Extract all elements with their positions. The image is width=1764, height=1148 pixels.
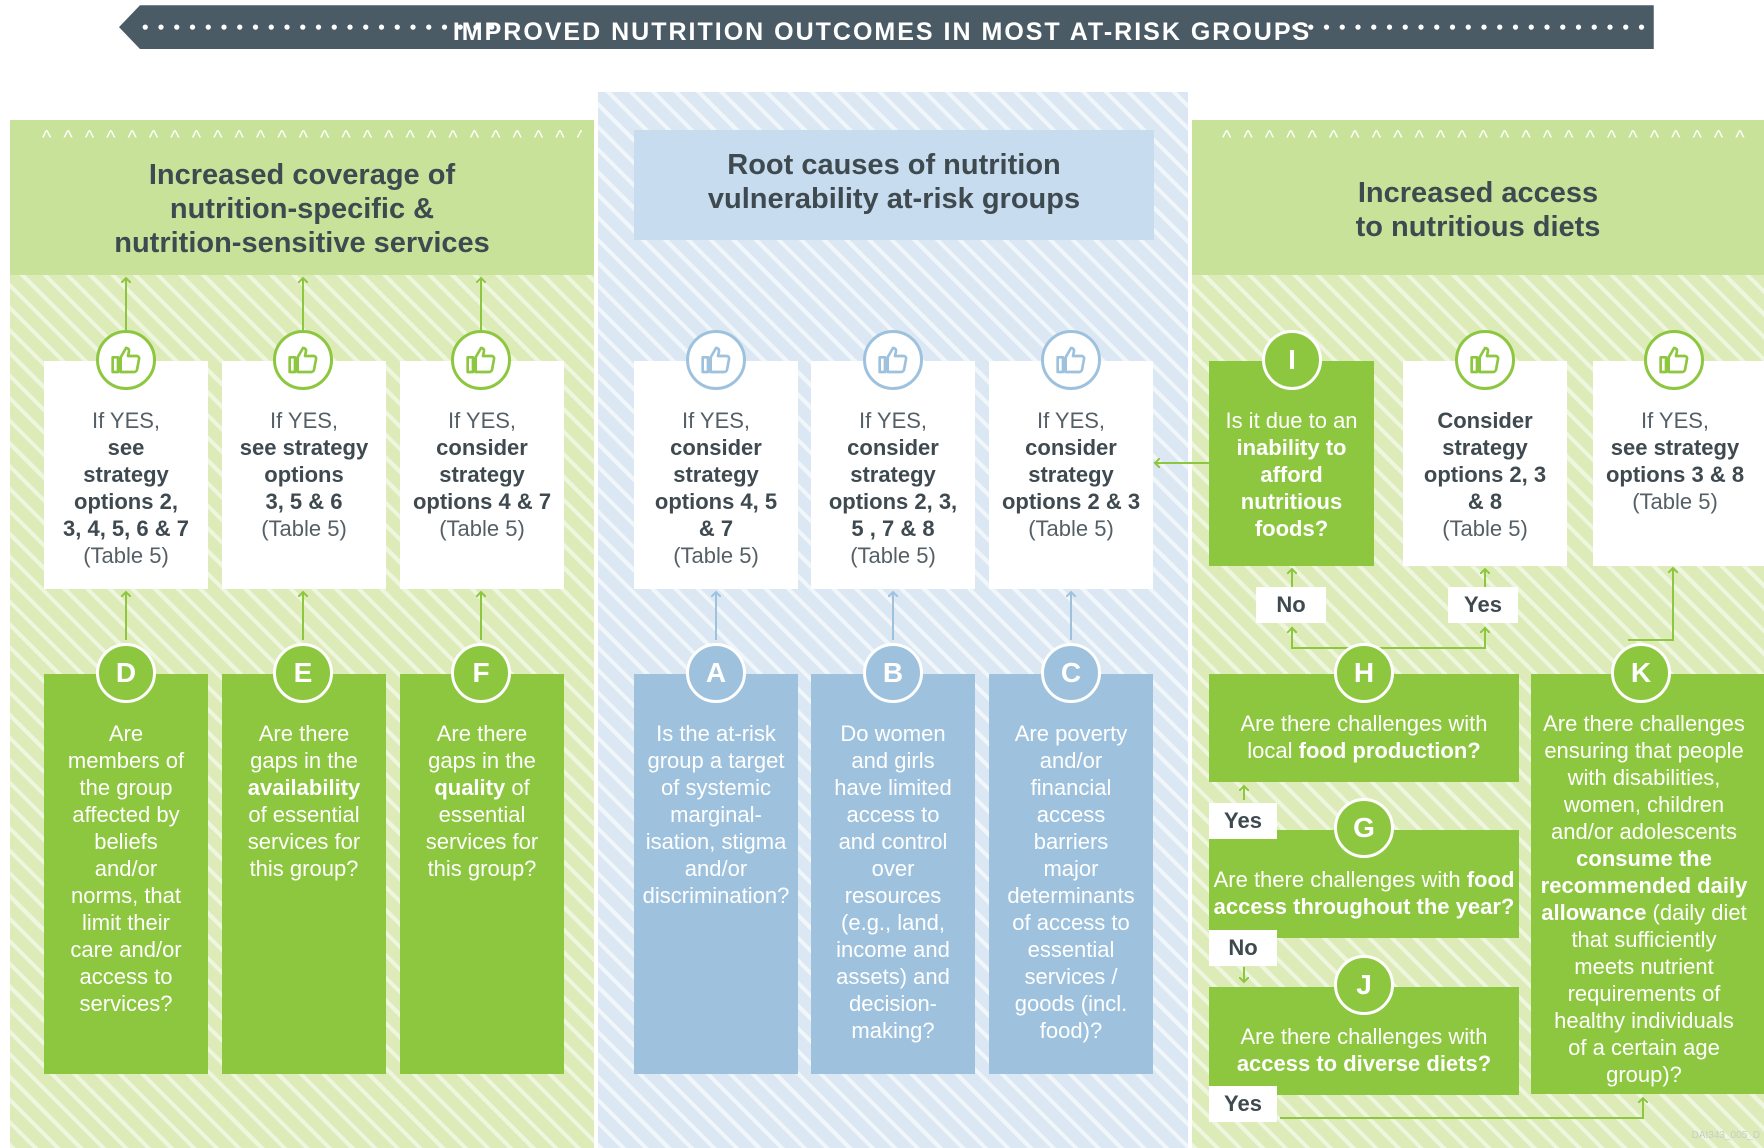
question-text: Are there challenges with xyxy=(1213,867,1467,892)
question-text: Is it due to an xyxy=(1225,408,1358,433)
question-keyword: access to diverse diets? xyxy=(1236,1051,1492,1076)
question-text: Are there challenges with xyxy=(1240,1024,1488,1049)
question-keyword: food access throughout the year? xyxy=(1213,867,1515,919)
question-keyword: food production? xyxy=(1298,738,1481,763)
center-panel-header: Root causes of nutrition vulnerability a… xyxy=(634,130,1154,240)
question-keyword: quality xyxy=(434,775,506,800)
thumbs-up-icon xyxy=(686,330,746,390)
question-text: Are there challenges with local xyxy=(1240,711,1488,763)
thumbs-up-icon xyxy=(1455,330,1515,390)
outcome-box-f: If YES, consider strategy options 4 & 7 … xyxy=(400,361,564,589)
question-text: Are there challenges ensuring that peopl… xyxy=(1543,711,1745,844)
outcome-box-h: Consider strategy options 2, 3 & 8 (Tabl… xyxy=(1403,361,1567,566)
outcome-strategy: see strategy options 2, 3, 4, 5, 6 & 7 xyxy=(63,435,189,541)
question-box-e: Are there gaps in the availability of es… xyxy=(222,674,386,1074)
outcome-strategy: see strategy options 3 & 8 xyxy=(1605,435,1745,487)
outcome-strategy: consider strategy options 4 & 7 xyxy=(412,435,552,514)
question-text: Are there gaps in the xyxy=(250,721,358,773)
outcome-strategy: see strategy options 3, 5 & 6 xyxy=(239,435,369,514)
thumbs-up-icon xyxy=(273,330,333,390)
outcome-box-e: If YES, see strategy options 3, 5 & 6 (T… xyxy=(222,361,386,589)
question-text: Is the at-risk group a target of systemi… xyxy=(642,721,790,908)
letter-badge-h: H xyxy=(1334,643,1394,703)
question-box-k: Are there challenges ensuring that peopl… xyxy=(1531,674,1764,1094)
outcome-table-ref: (Table 5) xyxy=(673,543,759,568)
outcome-box-k: If YES, see strategy options 3 & 8 (Tabl… xyxy=(1593,361,1764,566)
letter-badge-k: K xyxy=(1611,643,1671,703)
yes-label: Yes xyxy=(1448,587,1518,623)
question-box-b: Do women and girls have limited access t… xyxy=(811,674,975,1074)
outcome-strategy: Consider strategy options 2, 3 & 8 xyxy=(1423,408,1547,514)
question-text: (daily diet that sufficiently meets nutr… xyxy=(1554,900,1747,1087)
outcome-box-b: If YES, consider strategy options 2, 3, … xyxy=(811,361,975,589)
question-text: of essential services for this group? xyxy=(247,802,361,881)
outcome-line1: If YES, xyxy=(1640,408,1710,433)
letter-badge-d: D xyxy=(96,643,156,703)
right-panel-header: ^^^^^^^^^^^^^^^^^^^^^^^^^^^^^^^^^^^^^^^^… xyxy=(1192,120,1764,275)
outcome-table-ref: (Table 5) xyxy=(83,543,169,568)
question-text: of essential services for this group? xyxy=(425,775,539,881)
question-text: Are there gaps in the xyxy=(428,721,536,773)
question-box-a: Is the at-risk group a target of systemi… xyxy=(634,674,798,1074)
question-box-j: Are there challenges with access to dive… xyxy=(1209,987,1519,1095)
question-box-h: Are there challenges with local food pro… xyxy=(1209,674,1519,782)
left-panel-title: Increased coverage of nutrition-specific… xyxy=(114,159,490,259)
letter-badge-e: E xyxy=(273,643,333,703)
letter-badge-b: B xyxy=(863,643,923,703)
chevron-decoration: ^^^^^^^^^^^^^^^^^^^^^^^^^^^^^^^^^^^^^^^^… xyxy=(1222,128,1752,148)
question-text: Are poverty and/or financial access barr… xyxy=(1007,721,1135,1043)
outcome-line1: If YES, xyxy=(447,408,517,433)
thumbs-up-icon xyxy=(863,330,923,390)
outcome-table-ref: (Table 5) xyxy=(850,543,936,568)
chevron-decoration: ^^^^^^^^^^^^^^^^^^^^^^^^^^^^^^^^^^^^^^^^… xyxy=(42,128,582,148)
outcome-line1: If YES, xyxy=(269,408,339,433)
center-panel-title: Root causes of nutrition vulnerability a… xyxy=(707,149,1081,215)
question-box-f: Are there gaps in the quality of essenti… xyxy=(400,674,564,1074)
no-label: No xyxy=(1209,930,1277,966)
outcome-box-a: If YES, consider strategy options 4, 5 &… xyxy=(634,361,798,589)
thumbs-up-icon xyxy=(1644,330,1704,390)
letter-badge-c: C xyxy=(1041,643,1101,703)
outcome-strategy: consider strategy options 2, 3, 5 , 7 & … xyxy=(828,435,958,541)
thumbs-up-icon xyxy=(451,330,511,390)
outcome-line1: If YES, xyxy=(858,408,928,433)
thumbs-up-icon xyxy=(96,330,156,390)
question-text: Are members of the group affected by bel… xyxy=(67,721,185,1016)
yes-label: Yes xyxy=(1209,803,1277,839)
outcome-box-c: If YES, consider strategy options 2 & 3 … xyxy=(989,361,1153,589)
outcome-table-ref: (Table 5) xyxy=(439,516,525,541)
outcome-table-ref: (Table 5) xyxy=(1632,489,1718,514)
question-keyword: inability to afford nutritious foods? xyxy=(1236,435,1347,541)
letter-badge-j: J xyxy=(1334,955,1394,1015)
outcome-table-ref: (Table 5) xyxy=(261,516,347,541)
question-text: Do women and girls have limited access t… xyxy=(834,721,952,1043)
letter-badge-g: G xyxy=(1334,798,1394,858)
question-keyword: availability xyxy=(247,775,361,800)
thumbs-up-icon xyxy=(1041,330,1101,390)
no-label: No xyxy=(1256,587,1326,623)
letter-badge-f: F xyxy=(451,643,511,703)
outcome-table-ref: (Table 5) xyxy=(1028,516,1114,541)
yes-label: Yes xyxy=(1209,1086,1277,1122)
question-keyword: consume the recommended daily allowance xyxy=(1540,846,1748,925)
outcome-table-ref: (Table 5) xyxy=(1442,516,1528,541)
letter-badge-a: A xyxy=(686,643,746,703)
question-box-d: Are members of the group affected by bel… xyxy=(44,674,208,1074)
title-banner xyxy=(119,5,1654,49)
left-panel-header: ^^^^^^^^^^^^^^^^^^^^^^^^^^^^^^^^^^^^^^^^… xyxy=(10,120,594,275)
question-box-c: Are poverty and/or financial access barr… xyxy=(989,674,1153,1074)
question-box-i: Is it due to an inability to afford nutr… xyxy=(1209,361,1374,566)
outcome-line1: If YES, xyxy=(91,408,161,433)
outcome-line1: If YES, xyxy=(681,408,751,433)
outcome-strategy: consider strategy options 2 & 3 xyxy=(1001,435,1141,514)
letter-badge-i: I xyxy=(1262,330,1322,390)
banner-title: IMPROVED NUTRITION OUTCOMES IN MOST AT-R… xyxy=(452,18,1312,46)
right-panel-title: Increased access to nutritious diets xyxy=(1355,177,1601,243)
outcome-strategy: consider strategy options 4, 5 & 7 xyxy=(654,435,778,541)
outcome-line1: If YES, xyxy=(1036,408,1106,433)
outcome-box-d: If YES, see strategy options 2, 3, 4, 5,… xyxy=(44,361,208,589)
figure-credit: DAI343_005_D xyxy=(1691,1130,1760,1141)
